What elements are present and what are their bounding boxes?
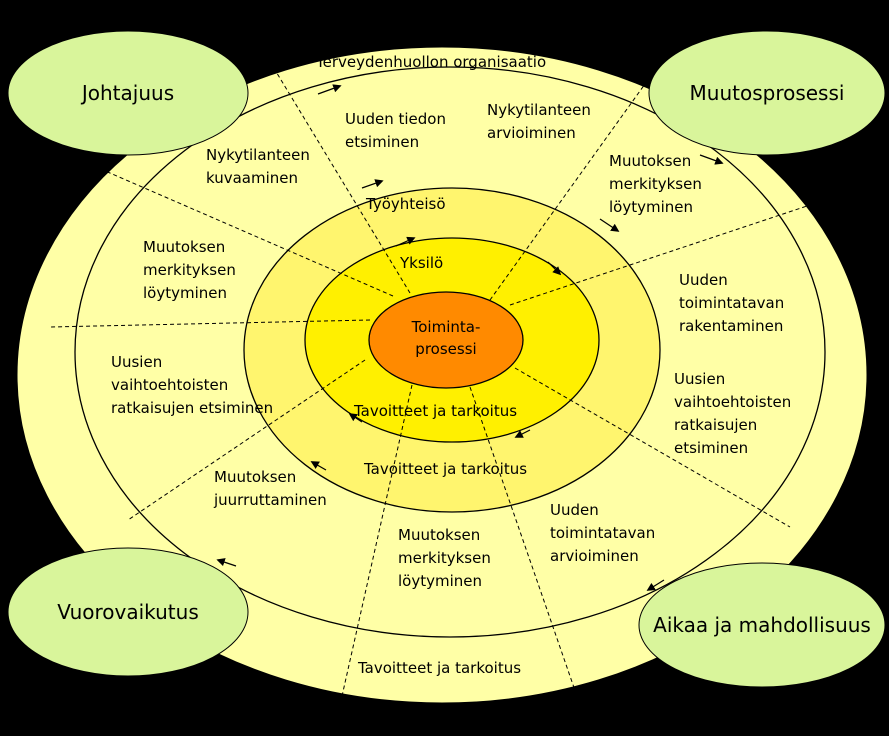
sector-label: Uusien vaihtoehtoisten ratkaisujen etsim…: [111, 353, 273, 417]
goals-label-inner: Tavoitteet ja tarkoitus: [353, 402, 517, 420]
corner-label-top-left: Johtajuus: [80, 81, 174, 105]
corner-label-top-right: Muutosprosessi: [690, 81, 845, 105]
ring-title-work-community: Työyhteisö: [365, 195, 446, 213]
sector-dividers: [49, 69, 811, 706]
ring-title-organization: Terveydenhuollon organisaatio: [315, 53, 546, 71]
goals-label-middle: Tavoitteet ja tarkoitus: [363, 460, 527, 478]
sector-label: Muutoksen juurruttaminen: [213, 468, 327, 509]
ring-arrows: [216, 84, 724, 591]
sector-label: Nykytilanteen arvioiminen: [487, 101, 596, 142]
sector-label: Uuden toimintatavan rakentaminen: [679, 271, 789, 335]
corner-bubble-bottom-right: [638, 562, 886, 688]
sector-label: Uuden toimintatavan arvioiminen: [550, 501, 660, 565]
core-process: [368, 291, 524, 389]
sector-label: Uuden tiedon etsiminen: [345, 110, 451, 151]
corner-bubble-top-right: [648, 30, 886, 156]
sector-label-goals-outer: Tavoitteet ja tarkoitus: [357, 659, 521, 677]
corner-bubble-bottom-left: [7, 547, 249, 677]
sector-label: Muutoksen merkityksen löytyminen: [609, 152, 707, 216]
sector-label: Nykytilanteen kuvaaminen: [206, 146, 315, 187]
core-label-line-1: Toiminta-: [411, 318, 481, 336]
corner-label-bottom-right: Aikaa ja mahdollisuus: [653, 613, 871, 637]
sector-label: Uusien vaihtoehtoisten ratkaisujen etsim…: [674, 370, 796, 457]
corner-bubble-top-left: [7, 30, 249, 156]
ring-title-individual: Yksilö: [399, 254, 443, 272]
organization-ring: [74, 66, 826, 638]
corner-label-bottom-left: Vuorovaikutus: [57, 600, 198, 624]
core-label-line-2: prosessi: [415, 340, 476, 358]
sector-label: Muutoksen merkityksen löytyminen: [398, 526, 496, 590]
sector-label: Muutoksen merkityksen löytyminen: [143, 238, 241, 302]
